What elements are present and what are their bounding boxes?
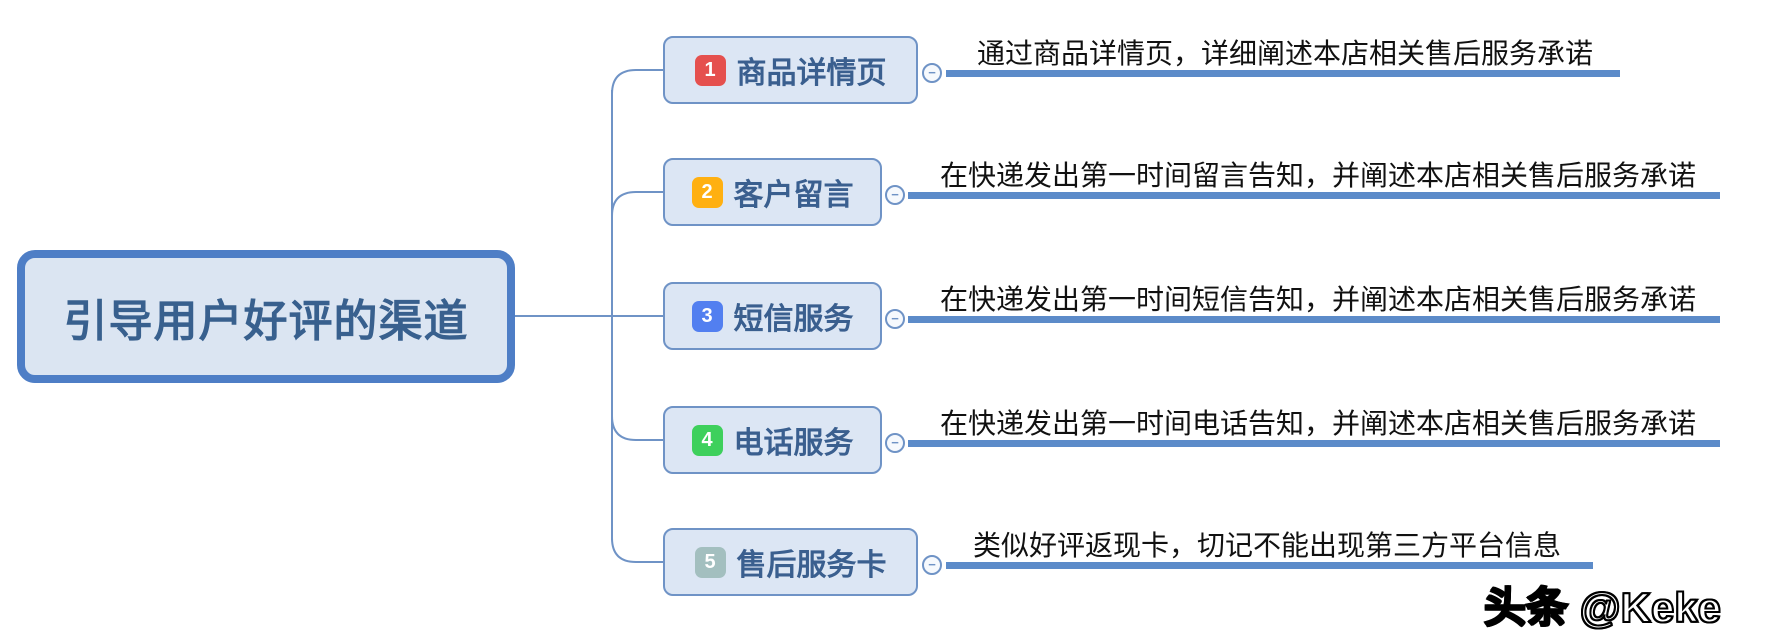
priority-4-badge-icon: 4 bbox=[691, 424, 723, 456]
priority-5-badge-icon: 5 bbox=[694, 546, 726, 578]
branch-label: 电话服务 bbox=[733, 427, 854, 460]
connector-branch1 bbox=[611, 69, 663, 95]
leaf-note[interactable]: 在快递发出第一时间短信告知，并阐述本店相关售后服务承诺 bbox=[940, 284, 1697, 315]
leaf-note[interactable]: 类似好评返现卡，切记不能出现第三方平台信息 bbox=[973, 530, 1562, 561]
priority-2-badge-icon: 2 bbox=[691, 176, 723, 208]
collapse-toggle-icon[interactable]: − bbox=[922, 555, 942, 575]
leaf-underline bbox=[908, 440, 1720, 447]
leaf-underline bbox=[908, 316, 1720, 323]
leaf-underline bbox=[908, 192, 1720, 199]
branch-node-product-detail-page[interactable]: 1 商品详情页 bbox=[663, 36, 918, 104]
leaf-note[interactable]: 通过商品详情页，详细阐述本店相关售后服务承诺 bbox=[977, 38, 1594, 69]
priority-1-badge-icon: 1 bbox=[694, 54, 726, 86]
collapse-toggle-icon[interactable]: − bbox=[885, 433, 905, 453]
branch-label: 商品详情页 bbox=[736, 57, 887, 90]
branch-node-phone-service[interactable]: 4 电话服务 bbox=[663, 406, 882, 474]
connector-branch5 bbox=[611, 537, 663, 563]
branch-label: 客户留言 bbox=[733, 179, 854, 212]
leaf-underline bbox=[946, 70, 1620, 77]
branch-node-sms-service[interactable]: 3 短信服务 bbox=[663, 282, 882, 350]
priority-3-badge-icon: 3 bbox=[691, 300, 723, 332]
collapse-toggle-icon[interactable]: − bbox=[885, 309, 905, 329]
collapse-toggle-icon[interactable]: − bbox=[885, 185, 905, 205]
branch-node-customer-message[interactable]: 2 客户留言 bbox=[663, 158, 882, 226]
root-label: 引导用户好评的渠道 bbox=[63, 296, 469, 346]
watermark-toutiao-keke: 头条 @Keke bbox=[1483, 583, 1722, 632]
branch-label: 短信服务 bbox=[733, 303, 854, 336]
leaf-underline bbox=[946, 562, 1593, 569]
leaf-note[interactable]: 在快递发出第一时间留言告知，并阐述本店相关售后服务承诺 bbox=[940, 160, 1697, 191]
root-node[interactable]: 引导用户好评的渠道 bbox=[17, 250, 515, 383]
connector-branch4 bbox=[611, 415, 663, 441]
collapse-toggle-icon[interactable]: − bbox=[922, 63, 942, 83]
leaf-note[interactable]: 在快递发出第一时间电话告知，并阐述本店相关售后服务承诺 bbox=[940, 408, 1697, 439]
connector-branch2 bbox=[611, 191, 663, 217]
branch-label: 售后服务卡 bbox=[736, 549, 887, 582]
branch-node-aftersales-card[interactable]: 5 售后服务卡 bbox=[663, 528, 918, 596]
